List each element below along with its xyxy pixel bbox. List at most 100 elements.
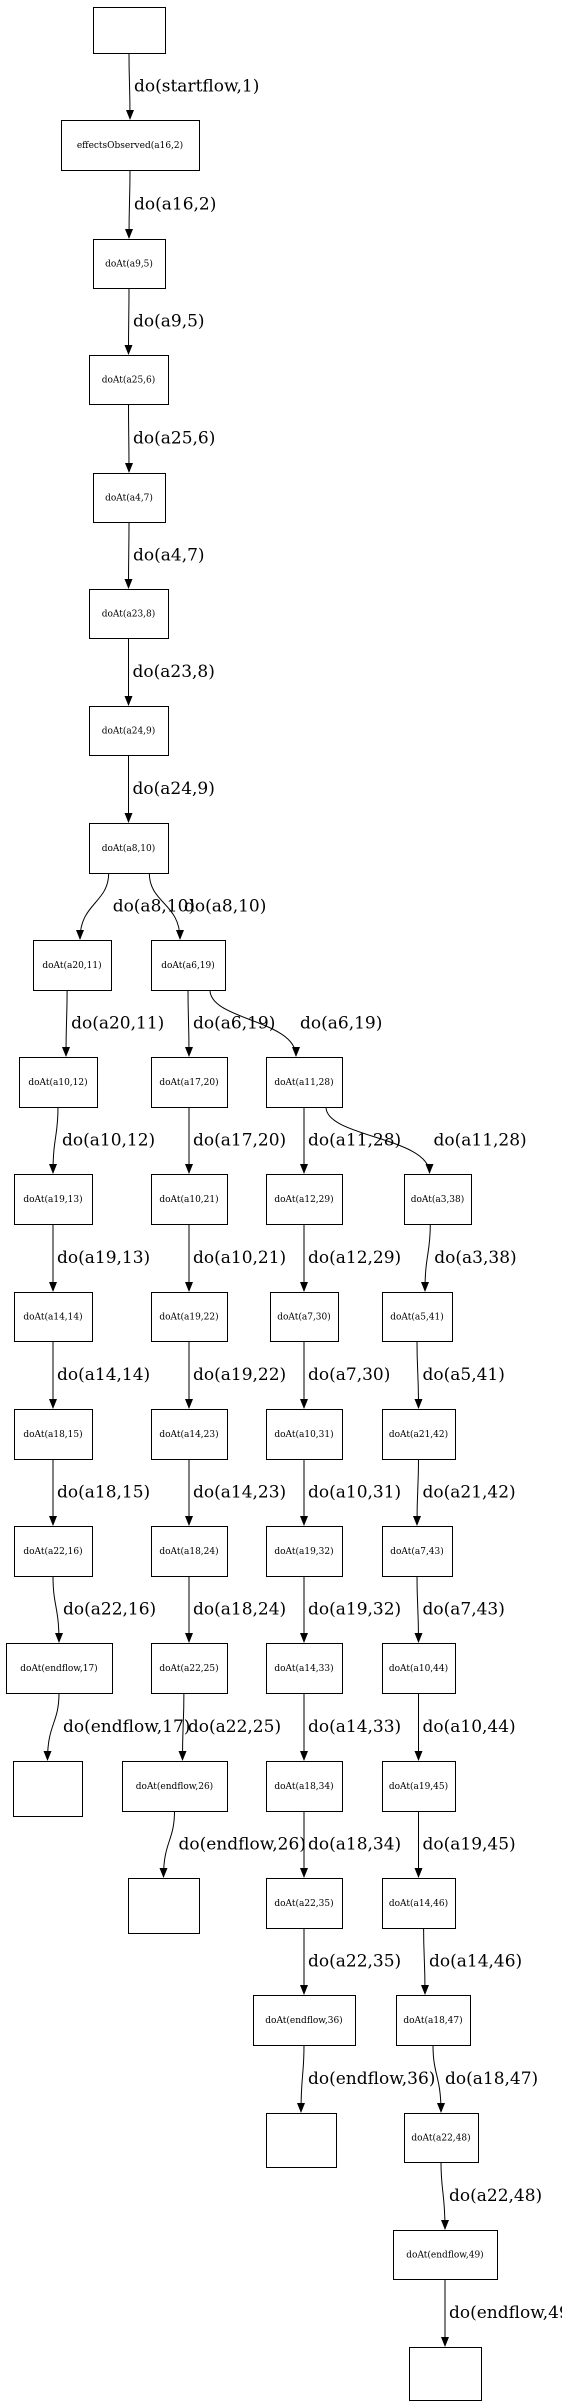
edge-d-d1-to-d-d2: do(a5,41) (414, 1340, 505, 1409)
node-label: doAt(endflow,49) (406, 2250, 483, 2261)
edge-c-c3-to-c-c4: do(a10,31) (300, 1458, 401, 1526)
node-label: doAt(a24,9) (102, 726, 156, 737)
node-label: doAt(a10,44) (389, 1663, 448, 1674)
node-box (33, 940, 112, 991)
edge-arrow (62, 989, 71, 1057)
edge-arrow (49, 1106, 59, 1174)
edge-b-b6-to-b-b7: do(a22,25) (178, 1692, 281, 1761)
edge-a-a3-to-a-a4: do(a19,13) (49, 1224, 150, 1292)
node-box (19, 1057, 98, 1108)
edge-label: do(a22,35) (308, 1952, 401, 1972)
node-label: doAt(a22,16) (23, 1546, 82, 1557)
edge-label: do(a22,25) (188, 1717, 281, 1737)
edge-arrow (124, 521, 133, 589)
node-box (151, 1174, 228, 1225)
node-box (266, 1174, 343, 1225)
node-a-aend (13, 1761, 83, 1817)
node-a-a5: doAt(a18,15) (14, 1409, 93, 1460)
edge-label: do(a11,28) (308, 1131, 401, 1151)
edge-arrow (43, 1692, 60, 1761)
node-a-a1: doAt(a20,11) (33, 940, 112, 991)
edge-d-d2-to-d-d3: do(a21,42) (413, 1458, 516, 1526)
node-d-d7: doAt(a18,47) (396, 1995, 471, 2046)
edge-c-c2-to-c-c3: do(a7,30) (300, 1340, 390, 1409)
edge-label: do(endflow,17) (63, 1717, 190, 1737)
node-box (151, 1643, 228, 1694)
edge-arrow (325, 1106, 434, 1174)
node-label: doAt(a14,46) (389, 1898, 448, 1909)
node-box (93, 239, 166, 289)
node-b-b5: doAt(a18,24) (151, 1526, 228, 1577)
node-c-c1: doAt(a12,29) (266, 1174, 343, 1225)
edge-a-a5-to-a-a6: do(a18,15) (49, 1459, 150, 1526)
node-box (89, 589, 169, 639)
node-c-c8: doAt(endflow,36) (253, 1995, 356, 2046)
node-label: doAt(a8,10) (102, 843, 156, 854)
node-box (266, 1643, 343, 1694)
edge-arrow (414, 1340, 423, 1409)
edge-n4-to-n5: do(a4,7) (124, 521, 205, 589)
node-label: doAt(a18,15) (23, 1429, 82, 1440)
node-box (393, 2230, 498, 2280)
node-label: doAt(a5,41) (390, 1312, 444, 1323)
edge-label: do(a14,46) (429, 1952, 522, 1972)
edge-label: do(a18,24) (193, 1600, 286, 1620)
edge-start-to-n1: do(startflow,1) (125, 52, 259, 120)
node-box (122, 1761, 228, 1812)
node-box (266, 1761, 343, 1812)
node-label: doAt(a4,7) (105, 493, 153, 504)
edge-label: do(a8,10) (184, 897, 266, 917)
node-box (266, 1057, 343, 1108)
node-box (151, 1526, 228, 1577)
node-c-c5: doAt(a14,33) (266, 1643, 343, 1694)
edge-d-d7-to-d-d8: do(a18,47) (432, 2044, 538, 2113)
node-d-d5: doAt(a19,45) (382, 1761, 456, 1812)
edge-d-d4-to-d-d5: do(a10,44) (414, 1693, 516, 1761)
node-box (151, 1292, 228, 1342)
edge-b-b3-to-b-b4: do(a19,22) (185, 1340, 286, 1409)
edge-label: do(a24,9) (133, 779, 215, 799)
edge-b-b0-to-c-c0: do(a6,19) (209, 989, 382, 1057)
edge-n5-to-n6: do(a23,8) (124, 637, 215, 706)
node-label: doAt(a17,20) (159, 1077, 218, 1088)
edge-b-b5-to-b-b6: do(a18,24) (185, 1575, 286, 1643)
edge-label: do(a6,19) (300, 1014, 382, 1034)
node-a-a6: doAt(a22,16) (14, 1526, 93, 1577)
edge-label: do(a7,30) (308, 1365, 390, 1385)
node-box (266, 1526, 343, 1577)
node-box (14, 1409, 93, 1460)
edge-label: do(a17,20) (193, 1131, 286, 1151)
node-label: doAt(a19,22) (159, 1312, 218, 1323)
node-n2: doAt(a9,5) (93, 239, 166, 289)
edge-label: do(a14,33) (308, 1717, 401, 1737)
node-label: doAt(a20,11) (42, 960, 101, 971)
edge-label: do(a11,28) (434, 1131, 527, 1151)
edge-label: do(a25,6) (133, 429, 215, 449)
edge-arrow (414, 1575, 423, 1643)
node-start (93, 7, 166, 54)
edge-label: do(a19,45) (423, 1835, 516, 1855)
node-c-c3: doAt(a10,31) (266, 1409, 343, 1460)
edge-label: do(a14,14) (57, 1365, 150, 1385)
node-n1: effectsObserved(a16,2) (61, 120, 200, 171)
node-a-a7: doAt(endflow,17) (6, 1643, 113, 1694)
node-box (151, 1057, 228, 1108)
node-label: effectsObserved(a16,2) (77, 140, 183, 151)
edge-arrow (125, 169, 134, 239)
edge-d-d5-to-d-d6: do(a19,45) (414, 1811, 516, 1878)
node-box (93, 473, 166, 523)
node-label: doAt(a22,35) (274, 1898, 333, 1909)
edge-label: do(a19,22) (193, 1365, 286, 1385)
edge-arrow (178, 1692, 187, 1761)
node-d-d1: doAt(a5,41) (382, 1292, 453, 1342)
edge-label: do(a7,43) (423, 1600, 505, 1620)
node-label: doAt(a19,45) (389, 1781, 448, 1792)
node-label: doAt(a19,13) (23, 1194, 82, 1205)
edge-label: do(a18,47) (445, 2069, 538, 2089)
node-box (266, 1878, 343, 1929)
node-d-dend (409, 2347, 482, 2401)
node-label: doAt(a12,29) (274, 1194, 333, 1205)
edge-label: do(a10,44) (423, 1717, 516, 1737)
node-d-d3: doAt(a7,43) (382, 1526, 453, 1577)
node-d-d9: doAt(endflow,49) (393, 2230, 498, 2280)
